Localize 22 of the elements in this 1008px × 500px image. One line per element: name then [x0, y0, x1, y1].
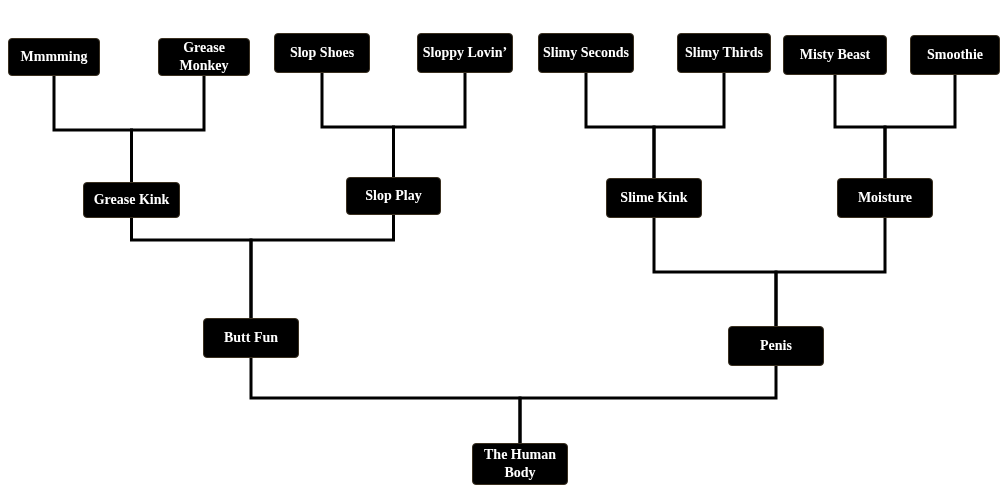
node-box: Slimy Seconds: [538, 33, 634, 73]
node-box: Grease Kink: [83, 182, 180, 218]
node-box: Slimy Thirds: [677, 33, 771, 73]
connector-line: [392, 73, 467, 177]
node-box: Slime Kink: [606, 178, 702, 218]
node-box: Misty Beast: [783, 35, 887, 75]
node-box: Slop Play: [346, 177, 441, 215]
node-box: Smoothie: [910, 35, 1000, 75]
connector-line: [883, 75, 957, 178]
connector-line: [518, 366, 778, 443]
node-box: Moisture: [837, 178, 933, 218]
node-box: Mmmming: [8, 38, 100, 76]
connector-line: [652, 73, 726, 178]
node-box: The Human Body: [472, 443, 568, 485]
connector-line: [130, 76, 206, 182]
connector-line: [249, 215, 395, 318]
node-box: Sloppy Lovin’: [417, 33, 513, 73]
connector-line: [774, 218, 887, 326]
node-box: Butt Fun: [203, 318, 299, 358]
node-box: Grease Monkey: [158, 38, 250, 76]
node-box: Penis: [728, 326, 824, 366]
node-box: Slop Shoes: [274, 33, 370, 73]
